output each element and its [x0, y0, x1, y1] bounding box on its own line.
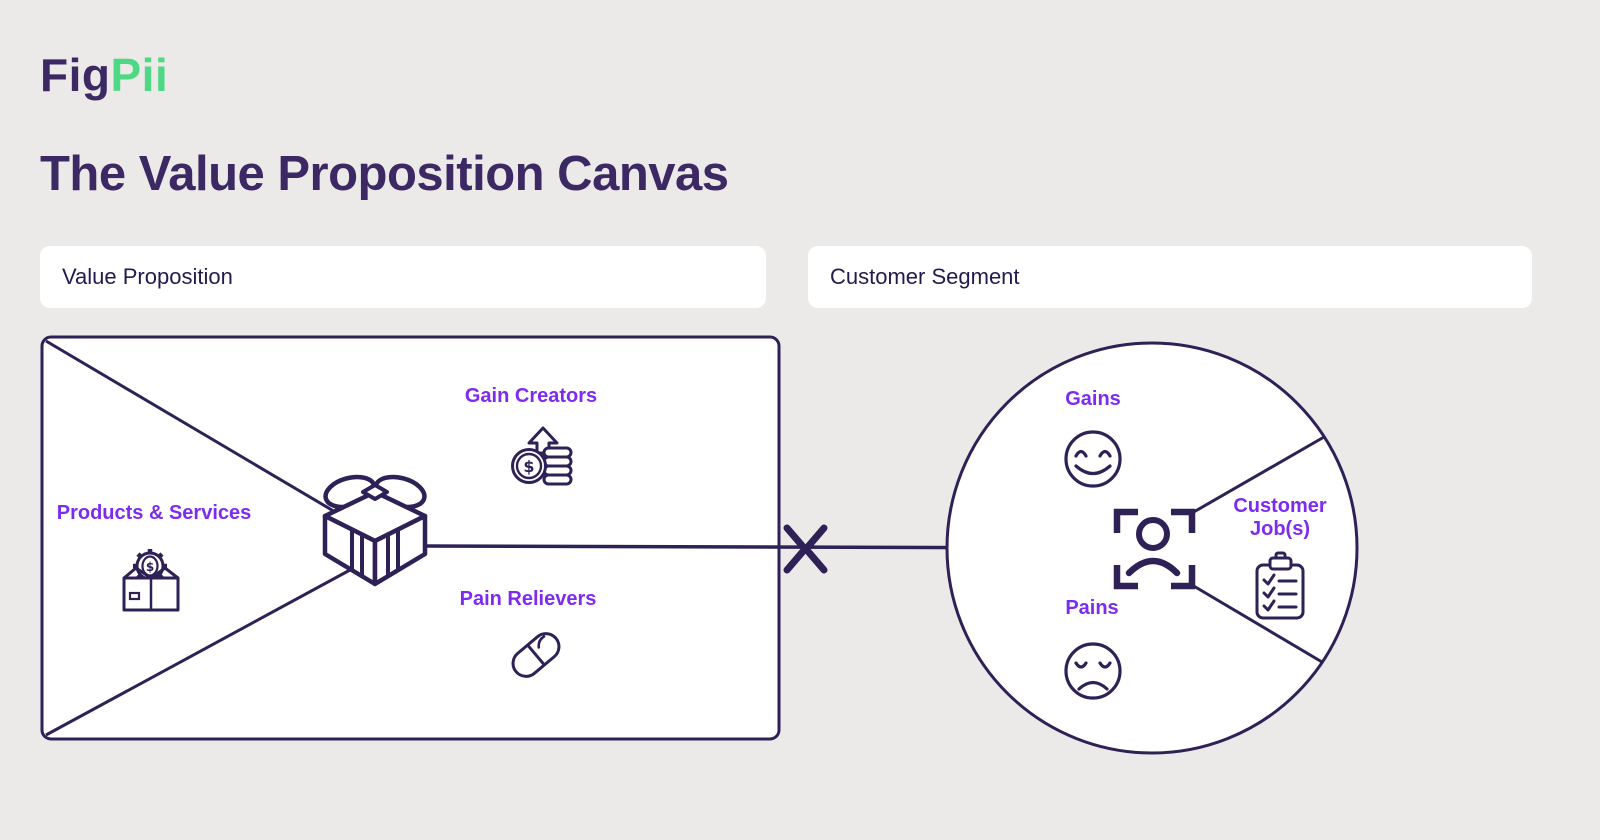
pain-relievers-label: Pain Relievers — [459, 588, 597, 610]
svg-text:$: $ — [146, 560, 154, 574]
clipboard-icon — [1255, 551, 1305, 620]
pain-relievers-icon — [511, 632, 561, 678]
svg-text:$: $ — [523, 457, 534, 476]
gain-creators-icon: $ — [511, 426, 573, 486]
pains-label: Pains — [1065, 597, 1119, 619]
value-proposition-header-label: Value Proposition — [62, 264, 233, 289]
customer-jobs-label: Customer Job(s) — [1233, 495, 1327, 540]
happy-face-icon — [1064, 430, 1122, 488]
customer-segment-header-label: Customer Segment — [830, 264, 1020, 289]
customer-focus-icon — [1113, 508, 1196, 590]
gift-icon — [322, 474, 428, 587]
logo-fig-text: Fig — [40, 49, 111, 101]
page-title: The Value Proposition Canvas — [40, 147, 729, 201]
products-services-label: Products & Services — [56, 502, 252, 524]
open-box-icon — [122, 566, 180, 612]
customer-segment-header: Customer Segment — [808, 246, 1532, 308]
logo-pii-text: Pii — [110, 49, 169, 101]
products-services-icon: $ — [122, 549, 180, 612]
sad-face-icon — [1064, 642, 1122, 700]
figpii-logo: FigPii — [40, 48, 168, 102]
gains-label: Gains — [1065, 388, 1121, 410]
value-proposition-header: Value Proposition — [40, 246, 766, 308]
gain-creators-label: Gain Creators — [464, 385, 598, 407]
